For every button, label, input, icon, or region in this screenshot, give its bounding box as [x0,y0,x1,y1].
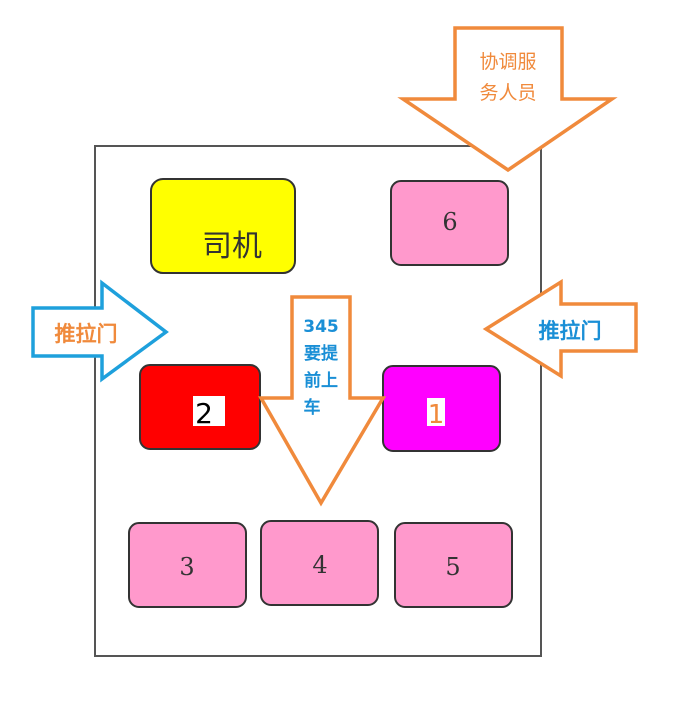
seat-4-label: 4 [312,551,327,579]
seat-1-label-bg [427,398,445,426]
coordinator-arrow: 协调服 务人员 [397,26,618,173]
boarding-arrow: 345 要提 前上 车 [257,295,387,507]
seat-3-label: 3 [179,553,194,581]
driver-seat: 司机 [150,178,296,274]
seat-2: 2 [139,364,261,450]
right-door-label: 推拉门 [539,319,602,343]
left-door-arrow: 推拉门 [31,279,169,383]
boarding-label-line4: 车 [304,397,321,418]
seat-2-label-bg [193,396,225,426]
coordinator-arrow-shape [397,26,618,173]
seat-6-box [390,180,509,266]
boarding-arrow-shape [257,295,387,507]
seat-3: 3 [128,522,247,608]
boarding-label-line2: 要提 [304,344,339,364]
seat-5-box [394,522,513,608]
seat-4-box [260,520,379,606]
driver-seat-label: 司机 [202,229,262,264]
seat-5-label: 5 [445,553,460,581]
seat-1-label: 1 [428,400,445,430]
seat-6: 6 [390,180,509,266]
seat-6-label: 6 [442,208,457,236]
boarding-label-line1: 345 [303,317,339,337]
coordinator-label-line2: 务人员 [479,82,536,104]
right-door-arrow: 推拉门 [482,278,638,380]
seat-2-label: 2 [195,397,213,430]
left-door-arrow-shape [31,279,169,383]
coordinator-label-line1: 协调服 [479,51,536,73]
driver-seat-box [150,178,296,274]
boarding-label-line3: 前上 [304,370,338,391]
seat-3-box [128,522,247,608]
seat-4: 4 [260,520,379,606]
seat-5: 5 [394,522,513,608]
seat-1: 1 [382,365,501,452]
right-door-arrow-shape [482,278,638,380]
left-door-label: 推拉门 [55,322,118,346]
